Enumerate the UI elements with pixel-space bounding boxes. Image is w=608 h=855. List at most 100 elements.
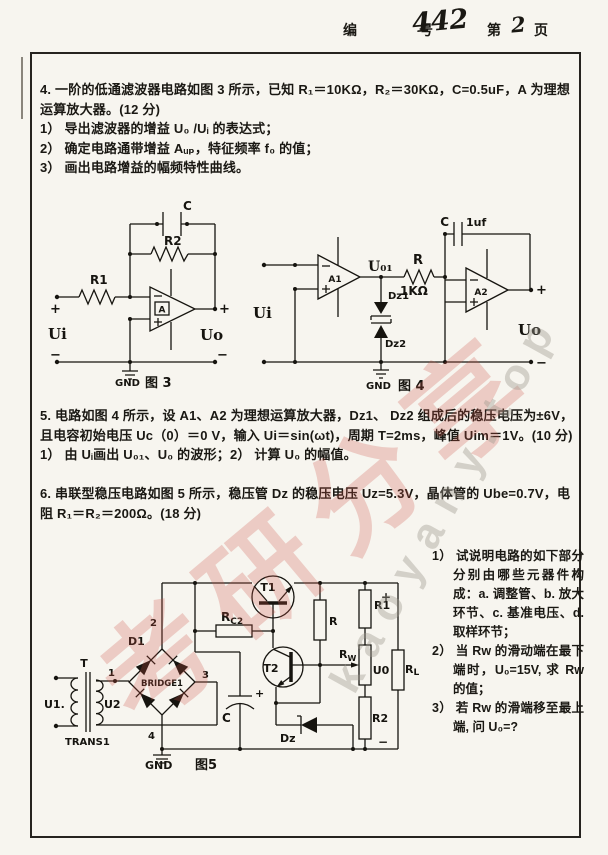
page-label-suffix: 页 [534,22,550,38]
primary-voltage-label: U1. [44,698,65,711]
zener-dz2-triangle [374,325,388,338]
question-5: 5. 电路如图 4 所示，设 A1、A2 为理想运算放大器，Dz1、 Dz2 组… [40,406,578,465]
zener-dz-triangle [301,717,317,733]
serial-number-handwritten: 442 [410,3,470,40]
transformer-ref-label: TRANS1 [65,737,110,748]
resistor-r-label: R [413,253,423,268]
output-plus-sign: + [381,590,391,604]
figure-3-lowpass-filter-circuit: C R2 R1 A + Ui − + Uo − GND 图 3 [48,199,230,391]
input-resistor-label: R1 [90,273,108,287]
question-5-items: 1） 由 Uᵢ画出 U₀₁、U₀ 的波形；2） 计算 U₀ 的幅值。 [40,447,357,462]
output-voltage-label: Uo [200,326,223,344]
zener-dz2-label: Dz2 [385,339,406,350]
capacitor-plus-sign: + [255,687,264,700]
feedback-resistor-label: R2 [164,234,182,248]
bridge-diode-ul [135,660,151,676]
bridge-diode-ur [173,660,189,676]
fig5-junction-dots [53,581,367,751]
figure-5-series-regulator-circuit: T U1. U2 TRANS1 D1 BRIDGE1 1 2 3 4 C + R… [44,575,419,773]
output-plus-sign: + [536,283,547,298]
load-resistor-label: RL [405,663,419,678]
bridge-d1-label: D1 [128,635,145,648]
output-minus-sign: − [378,735,388,749]
potentiometer-rw-label: RW [339,648,356,663]
fig3-wires [57,212,216,380]
ground-symbol [373,362,389,379]
potentiometer-rw-body [358,644,372,686]
ground-label: GND [115,378,140,389]
bridge-node-2: 2 [150,618,157,629]
fig4-wires [264,222,531,379]
output-minus-sign: − [536,356,547,371]
question-6-item-3: 3） 若 Rw 的滑端移至最上端, 问 U₀=? [432,701,584,734]
question-6-items: 1） 试说明电路的如下部分分别由哪些元器件构成：a. 调整管、b. 放大环节、c… [432,547,584,737]
resistor-r2-body [358,696,372,740]
secondary-voltage-label: U2 [104,698,121,711]
resistor-r1-body [358,589,372,629]
ground-symbol [153,749,171,764]
question-6-item-2: 2） 当 Rw 的滑动端在最下端时，U₀=15V, 求 Rw 的值； [432,644,584,696]
t1-emitter-arrow [285,585,293,594]
resistor-r-label: R [329,615,338,628]
question-4-item-3: 3） 画出电路增益的幅频特性曲线。 [40,160,250,175]
fig5-filled-shapes [135,585,359,733]
transformer-core [85,672,91,732]
bridge-ref-label: BRIDGE1 [141,679,183,689]
question-4-item-2: 2） 确定电路通带增益 Aᵤₚ，特征频率 f₀ 的值； [40,140,319,156]
ground-symbol [122,362,138,380]
transformer-secondary-coil [95,679,104,726]
zener-dz1-triangle [374,302,388,314]
input-plus-sign: + [50,302,61,317]
fig5-labels: T U1. U2 TRANS1 D1 BRIDGE1 1 2 3 4 C + R… [44,581,419,773]
capacitor-curved-plate [225,702,255,710]
uo1-node-label: U₀₁ [368,259,392,275]
a2-plus-symbol [470,298,478,306]
transistor-t2-circle [262,646,304,688]
bridge-node-1: 1 [108,668,115,679]
serial-label: 编 号 [343,22,457,38]
question-4-text: 4. 一阶的低通滤波器电路如图 3 所示，已知 R₁＝10KΩ，R₂＝30KΩ，… [40,82,571,117]
input-voltage-label: Ui [253,304,272,322]
question-6-item-1: 1） 试说明电路的如下部分分别由哪些元器件构成：a. 调整管、b. 放大环节、c… [432,549,584,639]
question-6: 6. 串联型稳压电路如图 5 所示，稳压管 Dz 的稳压电压 Uz=5.3V，晶… [40,484,578,523]
capacitor-label: C [183,199,192,213]
figure-3-caption: 图 3 [145,376,172,391]
resistor-rl-body [391,649,405,691]
scan-edge-artifact [21,57,23,119]
transformer-label: T [80,657,88,670]
bridge-diode-bars [135,655,189,698]
output-voltage-label: Uo [518,321,541,339]
opamp-label: A [159,306,166,316]
output-voltage-label: U0 [373,664,390,677]
fig3-labels: C R2 R1 A + Ui − + Uo − GND 图 3 [48,199,230,391]
output-minus-sign: − [217,348,228,363]
ground-label: GND [145,759,172,772]
opamp-a1-label: A1 [328,275,341,285]
question-4-item-1: 1） 导出滤波器的增益 U₀ /Uᵢ 的表达式； [40,121,279,136]
input-minus-sign: − [50,348,61,363]
zener-dz1-label: Dz1 [388,291,409,302]
output-plus-sign: + [219,302,230,317]
resistor-r-value: 1KΩ [400,284,428,298]
figure-5-caption: 图5 [195,758,217,773]
opamp-plus-symbol [154,318,162,326]
bridge-node-3: 3 [202,670,209,681]
input-voltage-label: Ui [48,325,67,343]
resistor-r2-label: R2 [372,712,388,725]
fig4-labels: Ui A1 U₀₁ R 1KΩ Dz1 Dz2 C 1uf A2 + Uo − … [253,215,547,394]
question-4: 4. 一阶的低通滤波器电路如图 3 所示，已知 R₁＝10KΩ，R₂＝30KΩ，… [40,80,577,178]
ground-label: GND [366,381,391,392]
resistor-rc2-label: RC2 [221,610,243,627]
transformer-primary-coil [70,677,79,727]
bridge-node-4: 4 [148,731,155,742]
rw-wiper-arrow [351,662,359,668]
resistor-r-body [313,599,327,641]
capacitor-label: C [440,215,449,229]
filter-capacitor-label: C [222,711,231,725]
figure-4-comparator-integrator-circuit: Ui A1 U₀₁ R 1KΩ Dz1 Dz2 C 1uf A2 + Uo − … [253,215,547,394]
question-5-text: 5. 电路如图 4 所示，设 A1、A2 为理想运算放大器，Dz1、 Dz2 组… [40,408,574,443]
fig4-junction-dots [261,232,534,365]
page-label-prefix: 第 [487,22,503,38]
page-number-handwritten: 2 [509,11,527,38]
